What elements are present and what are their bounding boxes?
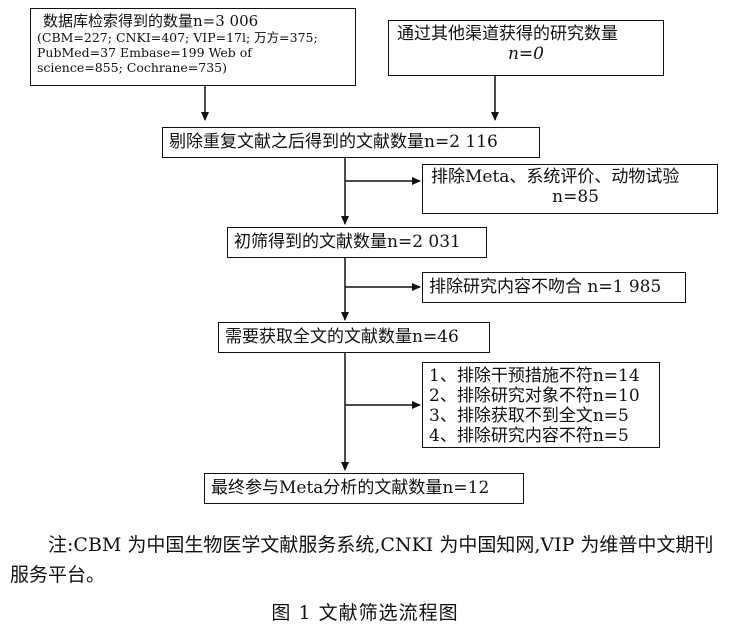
db-search-detail-2: PubMed=37 Embase=199 Web of	[37, 45, 252, 61]
exclude-meta-title: 排除Meta、系统评价、动物试验	[431, 167, 680, 187]
other-sources-title: 通过其他渠道获得的研究数量	[397, 24, 618, 44]
initial-screen-text: 初筛得到的文献数量n=2 031	[234, 232, 461, 252]
exclude-content-box: 排除研究内容不吻合 n=1 985	[422, 272, 686, 303]
after-dedup-box: 剔除重复文献之后得到的文献数量n=2 116	[162, 127, 540, 158]
exclude-reason-4: 4、排除研究内容不符n=5	[429, 426, 629, 446]
initial-screen-box: 初筛得到的文献数量n=2 031	[227, 227, 487, 258]
other-sources-count: n=0	[507, 43, 544, 64]
figure-note: 注:CBM 为中国生物医学文献服务系统,CNKI 为中国知网,VIP 为维普中文…	[10, 534, 714, 586]
final-box: 最终参与Meta分析的文献数量n=12	[204, 473, 524, 504]
exclude-meta-count: n=85	[552, 186, 599, 207]
other-sources-box: 通过其他渠道获得的研究数量 n=0	[388, 20, 664, 76]
exclude-content-text: 排除研究内容不吻合 n=1 985	[429, 277, 662, 297]
fulltext-needed-text: 需要获取全文的文献数量n=46	[225, 327, 459, 347]
after-dedup-text: 剔除重复文献之后得到的文献数量n=2 116	[169, 132, 498, 152]
exclude-meta-box: 排除Meta、系统评价、动物试验 n=85	[422, 164, 718, 214]
final-text: 最终参与Meta分析的文献数量n=12	[211, 478, 490, 498]
fulltext-needed-box: 需要获取全文的文献数量n=46	[218, 322, 490, 353]
exclude-reason-1: 1、排除干预措施不符n=14	[429, 366, 640, 386]
exclude-reason-2: 2、排除研究对象不符n=10	[429, 386, 640, 406]
db-search-box: 数据库检索得到的数量n=3 006 (CBM=227; CNKI=407; VI…	[30, 8, 356, 86]
figure-caption: 图 1 文献筛选流程图	[271, 602, 459, 624]
db-search-detail-1: (CBM=227; CNKI=407; VIP=17l; 万方=375;	[37, 30, 318, 46]
db-search-title: 数据库检索得到的数量n=3 006	[43, 12, 259, 30]
db-search-detail-3: science=855; Cochrane=735)	[37, 60, 228, 76]
exclude-reasons-box: 1、排除干预措施不符n=14 2、排除研究对象不符n=10 3、排除获取不到全文…	[422, 362, 660, 448]
exclude-reason-3: 3、排除获取不到全文n=5	[429, 406, 629, 426]
